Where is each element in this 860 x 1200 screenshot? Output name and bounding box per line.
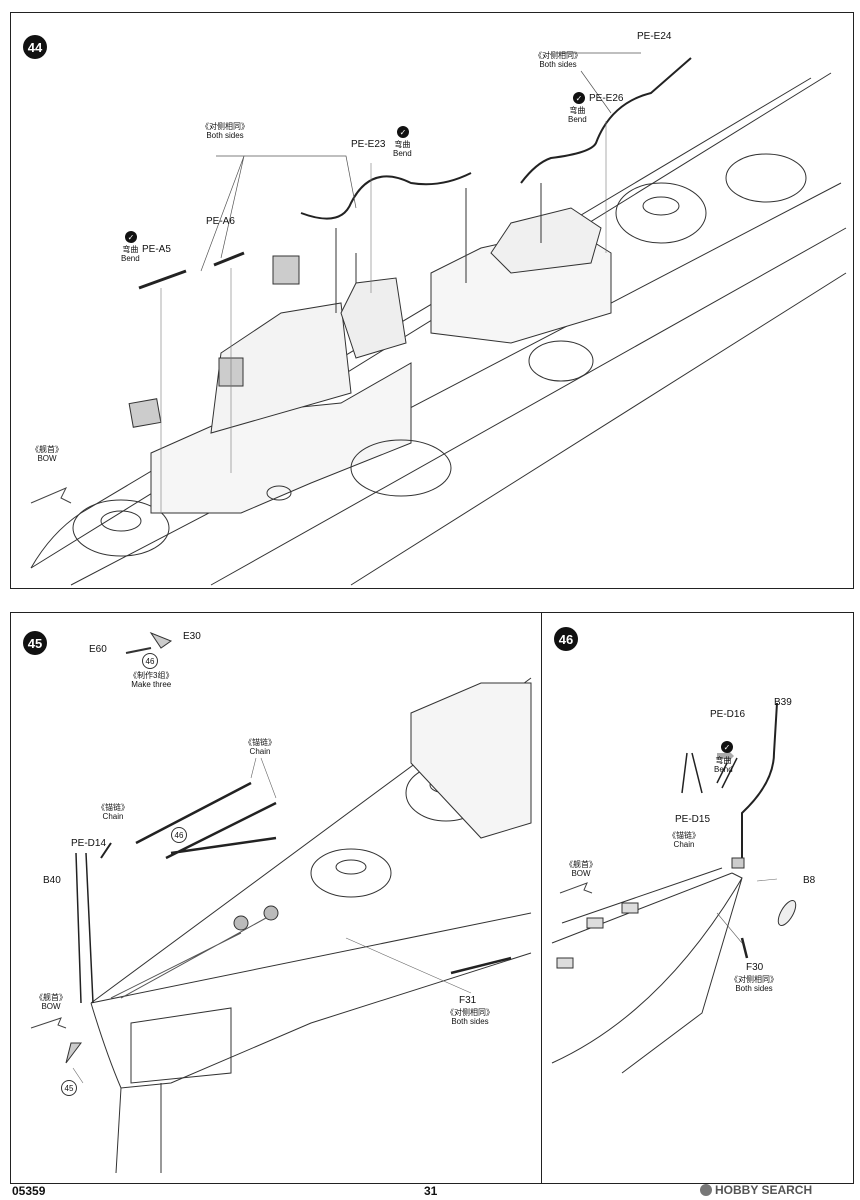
chain-note: 《锚链》 Chain [668, 831, 700, 849]
part-label-e60: E60 [89, 644, 107, 655]
part-label-pe-e26: PE-E26 [589, 93, 624, 104]
part-label-b40: B40 [43, 875, 61, 886]
bend-en: Bend [714, 765, 733, 774]
step-number-badge: 44 [23, 35, 47, 59]
bow-en: BOW [37, 454, 57, 463]
chain-cn: 《锚链》 [97, 803, 129, 812]
bow-note: 《舰首》 BOW [31, 445, 63, 463]
bow-cn: 《舰首》 [31, 445, 63, 454]
step-44-panel: 44 PE-E24 《对侧相同》 Both sides ✓ 弯曲 Bend PE… [10, 12, 854, 589]
bend-check-icon: ✓ [573, 92, 585, 104]
part-label-b8: B8 [803, 875, 816, 886]
step-45-bow-drawing [30, 631, 532, 1174]
both-sides-cn: 《对侧相同》 [201, 122, 249, 131]
bow-cn: 《舰首》 [565, 860, 597, 869]
both-sides-en: Both sides [451, 1017, 489, 1026]
both-sides-en: Both sides [539, 60, 577, 69]
make-three-en: Make three [131, 680, 172, 689]
bow-cn: 《舰首》 [35, 993, 67, 1002]
part-label-pe-e23: PE-E23 [351, 139, 386, 150]
both-sides-note: 《对侧相同》 Both sides [446, 1008, 494, 1026]
both-sides-note: 《对侧相同》 Both sides [201, 122, 249, 140]
make-three-note: 《制作3组》 Make three [129, 671, 173, 689]
both-sides-cn: 《对侧相同》 [534, 51, 582, 60]
chain-note: 《锚链》 Chain [97, 803, 129, 821]
bend-note: 弯曲 Bend [121, 245, 140, 263]
step-ref-circle: 45 [61, 1080, 77, 1096]
bend-cn: 弯曲 [715, 756, 732, 765]
watermark-text: HOBBY SEARCH [715, 1183, 813, 1197]
bend-check-icon: ✓ [125, 231, 137, 243]
make-three-cn: 《制作3组》 [129, 671, 174, 680]
bow-en: BOW [571, 869, 591, 878]
part-label-f31: F31 [459, 995, 477, 1006]
chain-en: Chain [102, 812, 124, 821]
part-label-e30: E30 [183, 631, 201, 642]
part-label-pe-a6: PE-A6 [206, 216, 235, 227]
step-ref-circle: 46 [142, 653, 158, 669]
step-46-bow-drawing [551, 702, 797, 1074]
part-label-pe-a5: PE-A5 [142, 244, 171, 255]
step-ref-circle: 46 [171, 827, 187, 843]
part-label-pe-d14: PE-D14 [71, 838, 107, 849]
step-46-panel: 46 PE-D16 B39 ✓ 弯曲 Bend PE-D15 《锚链》 Chai… [541, 612, 854, 1184]
chain-en: Chain [673, 840, 695, 849]
chain-cn: 《锚链》 [668, 831, 700, 840]
step-number-badge: 45 [23, 631, 47, 655]
chain-note: 《锚链》 Chain [244, 738, 276, 756]
both-sides-note: 《对侧相同》 Both sides [534, 51, 582, 69]
step-44-ship-drawing [30, 52, 847, 586]
bend-cn: 弯曲 [122, 245, 139, 254]
bend-cn: 弯曲 [569, 106, 586, 115]
part-label-pe-d15: PE-D15 [675, 814, 711, 825]
part-label-pe-e24: PE-E24 [637, 31, 672, 42]
bend-cn: 弯曲 [394, 140, 411, 149]
both-sides-note: 《对侧相同》 Both sides [730, 975, 778, 993]
both-sides-cn: 《对侧相同》 [446, 1008, 494, 1017]
page-number: 31 [424, 1184, 438, 1198]
hobby-search-logo-icon [700, 1184, 712, 1196]
bend-en: Bend [121, 254, 140, 263]
both-sides-en: Both sides [735, 984, 773, 993]
bend-check-icon: ✓ [397, 126, 409, 138]
both-sides-en: Both sides [206, 131, 244, 140]
bow-note: 《舰首》 BOW [565, 860, 597, 878]
bow-en: BOW [41, 1002, 61, 1011]
bend-en: Bend [568, 115, 587, 124]
bend-en: Bend [393, 149, 412, 158]
product-code: 05359 [12, 1184, 46, 1198]
bow-note: 《舰首》 BOW [35, 993, 67, 1011]
chain-en: Chain [249, 747, 271, 756]
watermark: HOBBY SEARCH [700, 1183, 812, 1197]
bend-check-icon: ✓ [721, 741, 733, 753]
both-sides-cn: 《对侧相同》 [730, 975, 778, 984]
part-label-b39: B39 [774, 697, 792, 708]
bend-note: 弯曲 Bend [714, 756, 733, 774]
bend-note: 弯曲 Bend [568, 106, 587, 124]
part-label-f30: F30 [746, 962, 764, 973]
chain-cn: 《锚链》 [244, 738, 276, 747]
step-45-panel: 45 E60 E30 46 《制作3组》 Make three 《锚链》 Cha… [10, 612, 543, 1184]
bend-note: 弯曲 Bend [393, 140, 412, 158]
part-label-pe-d16: PE-D16 [710, 709, 746, 720]
step-number-badge: 46 [554, 627, 578, 651]
